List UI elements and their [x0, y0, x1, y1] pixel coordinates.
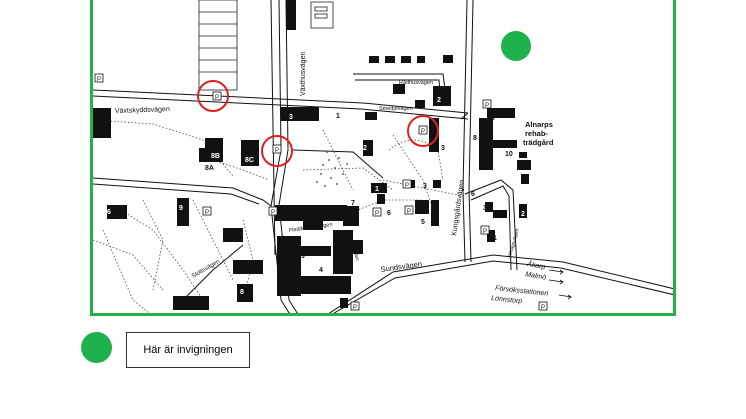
street-label: Rådhusvägen — [399, 79, 433, 86]
bnum: 1 — [336, 113, 340, 120]
parking-icon: P — [402, 179, 412, 189]
bnum: 3 — [349, 215, 353, 222]
bnum: 8 — [473, 135, 477, 142]
bnum: 9 — [179, 205, 183, 212]
street-labels: Växtskyddsvägen Växthusvägen Sundsvägen … — [115, 52, 521, 280]
parking-icon: P — [372, 207, 382, 217]
street-label: Pilhagsvägen — [507, 228, 521, 259]
svg-text:P: P — [483, 229, 487, 235]
svg-text:P: P — [97, 77, 101, 83]
bnum: 6 — [387, 210, 391, 217]
bnum: 10 — [487, 115, 495, 122]
legend-box: Här är invigningen — [126, 332, 250, 368]
bnum: 2 — [233, 235, 237, 242]
direction-label: Malmö — [525, 271, 547, 282]
bnum: 8 — [240, 289, 244, 296]
bnum: 2 — [521, 211, 525, 218]
bnum: 4 — [418, 103, 422, 110]
parking-icon: P — [404, 205, 414, 215]
svg-text:P: P — [353, 305, 357, 311]
street-label: Sundsvägen — [380, 259, 423, 274]
park-area — [316, 151, 348, 187]
place-label: trädgård — [523, 138, 554, 147]
highlighted-parking — [197, 80, 439, 167]
svg-text:P: P — [375, 211, 379, 217]
svg-text:P: P — [485, 103, 489, 109]
event-location-marker — [501, 31, 531, 61]
bnum: 8B — [211, 153, 220, 160]
svg-text:P: P — [215, 95, 219, 101]
highlight-circle — [407, 115, 439, 147]
bnum: 2 — [363, 145, 367, 152]
bnum: 10 — [505, 151, 513, 158]
street-label: Växtskyddsvägen — [115, 106, 170, 115]
direction-label: Lönnstorp — [491, 295, 523, 305]
bnum: 2 — [437, 97, 441, 104]
building-numbers: 3 1 4 2 8B 8A 8C 2 3 1 3 4 5 6 7 9 11 2 … — [107, 97, 525, 308]
parking-icon: P — [212, 91, 222, 101]
svg-text:P: P — [421, 129, 425, 135]
bnum: 4 — [433, 203, 437, 210]
bnum: 3 — [423, 183, 427, 190]
parking-icon: P — [538, 301, 548, 311]
parking-icon: P — [94, 73, 104, 83]
parking-signs: P P P P P P P P P P P P P — [94, 73, 548, 311]
direction-arrows — [548, 269, 572, 300]
bnum: 6 — [471, 191, 475, 198]
parking-icon: P — [418, 125, 428, 135]
svg-text:P: P — [205, 210, 209, 216]
bnum: 11 — [179, 219, 187, 226]
legend-marker — [81, 332, 112, 363]
bnum: 9 — [301, 253, 305, 260]
bnum: 3 — [441, 145, 445, 152]
parking-icon: P — [272, 144, 282, 154]
svg-text:P: P — [271, 210, 275, 216]
campus-map: 3 1 4 2 8B 8A 8C 2 3 1 3 4 5 6 7 9 11 2 … — [90, 0, 676, 316]
highlight-circle — [197, 80, 229, 112]
direction-labels: Åkarp Malmö Försöksstationen Lönnstorp — [491, 259, 549, 305]
highlight-circle — [261, 135, 293, 167]
bnum: 8A — [205, 165, 214, 172]
legend-label: Här är invigningen — [143, 344, 233, 356]
buildings — [93, 0, 531, 310]
street-label: Smedjevägen — [379, 106, 413, 112]
parking-icon: P — [480, 225, 490, 235]
parking-icon: P — [482, 99, 492, 109]
svg-text:P: P — [541, 305, 545, 311]
campus-map-drawing: 3 1 4 2 8B 8A 8C 2 3 1 3 4 5 6 7 9 11 2 … — [93, 0, 673, 313]
direction-label: Åkarp — [526, 259, 547, 271]
place-labels: Alnarps rehab- trädgård — [523, 120, 554, 147]
bnum: 5 — [421, 219, 425, 226]
bnum: 3 — [483, 205, 487, 212]
bnum: 5 — [327, 210, 331, 217]
svg-text:P: P — [275, 148, 279, 154]
bnum: 4 — [319, 267, 323, 274]
bnum: 6 — [107, 209, 111, 216]
bnum: 1 — [493, 235, 497, 242]
parking-icon: P — [268, 206, 278, 216]
svg-text:P: P — [407, 209, 411, 215]
bnum: 1 — [375, 186, 379, 193]
place-label: rehab- — [525, 129, 548, 138]
bnum: 3 — [289, 114, 293, 121]
parking-icon: P — [202, 206, 212, 216]
bnum: 7 — [351, 200, 355, 207]
svg-text:P: P — [405, 183, 409, 189]
bnum: 5 — [183, 301, 187, 308]
street-label: Växthusvägen — [300, 52, 307, 96]
bnum: 1 — [243, 265, 247, 272]
allotments — [198, 0, 334, 91]
place-label: Alnarps — [525, 120, 553, 129]
parking-icon: P — [350, 301, 360, 311]
bnum: 8C — [245, 157, 254, 164]
